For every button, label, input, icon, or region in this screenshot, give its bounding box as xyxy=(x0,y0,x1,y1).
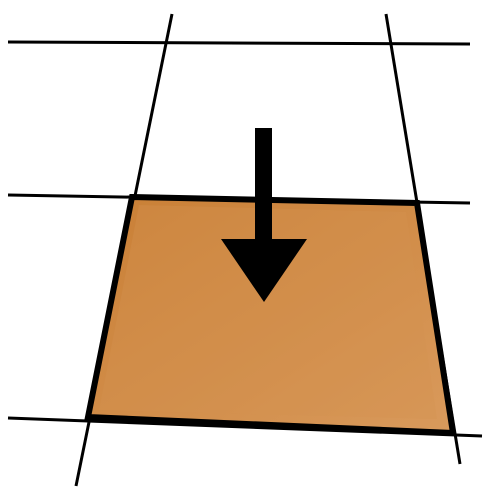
tile-outline xyxy=(84,193,457,437)
highlighted-tile[interactable] xyxy=(84,193,457,437)
arrow-down-icon xyxy=(221,128,307,302)
grid-line-horizontal-top xyxy=(7,40,471,46)
arrow-shaft xyxy=(255,128,272,245)
arrow-head xyxy=(221,239,307,302)
tile-inner-shade xyxy=(99,205,437,419)
